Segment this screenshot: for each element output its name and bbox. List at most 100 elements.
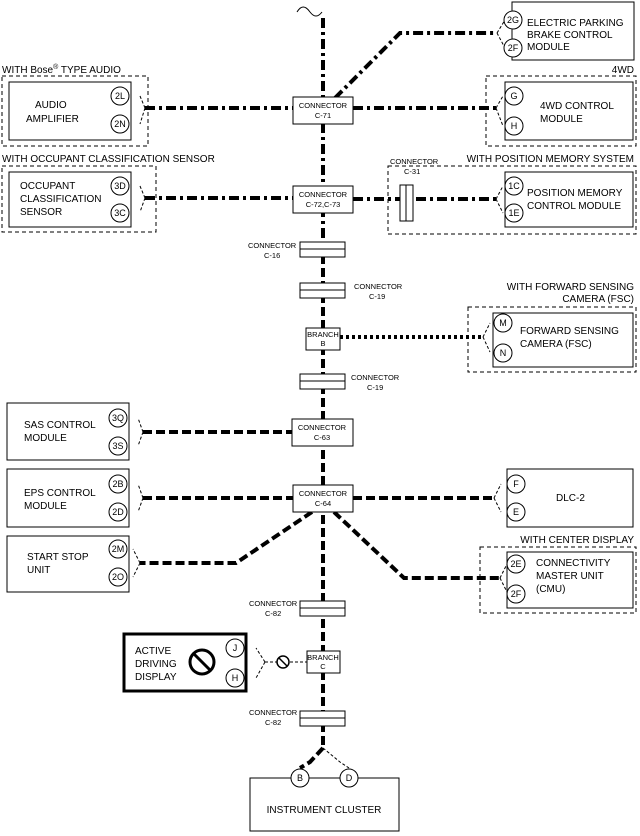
fsc-header-line1: WITH FORWARD SENSING (507, 282, 634, 293)
svg-text:2G: 2G (507, 15, 519, 25)
svg-text:AMPLIFIER: AMPLIFIER (26, 114, 79, 125)
svg-text:4WD CONTROL: 4WD CONTROL (540, 101, 614, 112)
svg-text:C: C (320, 662, 326, 671)
pin-j (225, 638, 245, 658)
svg-text:H: H (511, 121, 518, 131)
pin-1c (504, 176, 524, 196)
svg-text:H: H (232, 673, 239, 683)
svg-text:N: N (500, 348, 507, 358)
pin-3d (110, 176, 130, 196)
svg-text:C-19: C-19 (369, 292, 385, 301)
break-mark-icon (296, 6, 323, 17)
center-display-header: WITH CENTER DISPLAY (520, 535, 634, 546)
bose-audio-header: WITH Bose® TYPE AUDIO (2, 63, 121, 76)
svg-text:2O: 2O (112, 572, 124, 582)
pin-2f (503, 38, 523, 58)
connector-c-82-upper: CONNECTOR C-82 (249, 599, 346, 618)
svg-text:1C: 1C (508, 181, 520, 191)
svg-text:C-31: C-31 (404, 167, 420, 176)
svg-text:CONNECTOR: CONNECTOR (354, 282, 403, 291)
module-connectivity-master-unit: CONNECTIVITY MASTER UNIT (CMU) 2E 2F (506, 551, 634, 609)
svg-text:2M: 2M (112, 544, 125, 554)
connector-c-16: CONNECTOR C-16 (248, 241, 346, 260)
svg-text:D: D (346, 773, 353, 783)
svg-text:3C: 3C (114, 208, 126, 218)
svg-text:CONNECTIVITY: CONNECTIVITY (536, 558, 611, 569)
option-groups: WITH Bose® TYPE AUDIO 4WD WITH OCCUPANT … (1, 63, 637, 614)
svg-text:3D: 3D (114, 181, 126, 191)
svg-text:CAMERA (FSC): CAMERA (FSC) (520, 339, 592, 350)
svg-text:C-82: C-82 (265, 718, 281, 727)
svg-text:2N: 2N (114, 119, 126, 129)
svg-text:C-19: C-19 (367, 383, 383, 392)
svg-text:CONNECTOR: CONNECTOR (299, 101, 348, 110)
svg-text:C-72,C-73: C-72,C-73 (306, 200, 341, 209)
svg-text:B: B (320, 339, 325, 348)
pin-g (504, 86, 524, 106)
svg-text:B: B (297, 773, 303, 783)
svg-text:EPS CONTROL: EPS CONTROL (24, 488, 96, 499)
svg-text:DRIVING: DRIVING (135, 659, 177, 670)
svg-text:BRANCH: BRANCH (307, 653, 339, 662)
svg-text:MODULE: MODULE (24, 433, 67, 444)
svg-text:CONNECTOR: CONNECTOR (390, 157, 439, 166)
svg-text:SAS CONTROL: SAS CONTROL (24, 420, 96, 431)
connector-c-31: CONNECTOR C-31 (390, 157, 439, 222)
svg-text:POSITION MEMORY: POSITION MEMORY (527, 188, 623, 199)
svg-text:UNIT: UNIT (27, 565, 50, 576)
connector-c-19-upper: CONNECTOR C-19 (299, 282, 403, 301)
module-electric-parking-brake: ELECTRIC PARKING BRAKE CONTROL MODULE 2G… (503, 1, 635, 61)
fsc-header-line2: CAMERA (FSC) (562, 294, 634, 305)
module-occupant-classification-sensor: OCCUPANT CLASSIFICATION SENSOR 3D 3C (8, 171, 132, 228)
svg-text:C-63: C-63 (314, 433, 330, 442)
svg-text:2D: 2D (112, 507, 124, 517)
pin-2d (108, 502, 128, 522)
svg-text:2L: 2L (115, 91, 125, 101)
svg-text:BRANCH: BRANCH (307, 330, 339, 339)
svg-text:START STOP: START STOP (27, 552, 89, 563)
svg-text:SENSOR: SENSOR (20, 207, 62, 218)
svg-text:C-16: C-16 (264, 251, 280, 260)
prohibited-icon (188, 648, 216, 676)
connector-c-72-c-73: CONNECTOR C-72,C-73 (292, 185, 354, 214)
svg-text:1E: 1E (508, 208, 519, 218)
pin-2l (110, 86, 130, 106)
branch-b: BRANCH B (305, 327, 341, 351)
svg-text:2E: 2E (510, 559, 521, 569)
position-memory-header: WITH POSITION MEMORY SYSTEM (467, 154, 634, 165)
svg-text:G: G (510, 91, 517, 101)
svg-text:MASTER UNIT: MASTER UNIT (536, 571, 604, 582)
connector-c-71: CONNECTOR C-71 (292, 96, 354, 125)
svg-text:CONNECTOR: CONNECTOR (248, 241, 297, 250)
svg-text:(CMU): (CMU) (536, 584, 565, 595)
pin-3c (110, 203, 130, 223)
svg-text:MODULE: MODULE (24, 501, 67, 512)
svg-text:CONNECTOR: CONNECTOR (249, 599, 298, 608)
svg-text:MODULE: MODULE (527, 42, 570, 53)
pin-n (493, 343, 513, 363)
fourwd-header: 4WD (612, 65, 634, 76)
svg-text:AUDIO: AUDIO (35, 100, 67, 111)
svg-text:MODULE: MODULE (540, 114, 583, 125)
pin-2m (108, 539, 128, 559)
svg-text:CONNECTOR: CONNECTOR (351, 373, 400, 382)
pin-d (339, 768, 359, 788)
pin-e (506, 502, 526, 522)
svg-text:2F: 2F (511, 589, 522, 599)
module-position-memory-control: POSITION MEMORY CONTROL MODULE 1C 1E (504, 171, 634, 228)
svg-text:ELECTRIC PARKING: ELECTRIC PARKING (527, 18, 624, 29)
svg-text:C-71: C-71 (315, 111, 331, 120)
pin-h (504, 116, 524, 136)
pin-3q (108, 408, 128, 428)
pin-1e (504, 203, 524, 223)
module-active-driving-display: ACTIVE DRIVING DISPLAY J H (122, 632, 248, 693)
occupant-header: WITH OCCUPANT CLASSIFICATION SENSOR (2, 154, 215, 165)
pin-f (506, 474, 526, 494)
module-dlc-2: DLC-2 F E (506, 468, 634, 528)
svg-text:BRAKE CONTROL: BRAKE CONTROL (527, 30, 613, 41)
module-audio-amplifier: AUDIO AMPLIFIER 2L 2N (8, 81, 132, 141)
svg-text:OCCUPANT: OCCUPANT (20, 181, 75, 192)
svg-text:3S: 3S (112, 441, 123, 451)
svg-text:CONTROL MODULE: CONTROL MODULE (527, 201, 621, 212)
